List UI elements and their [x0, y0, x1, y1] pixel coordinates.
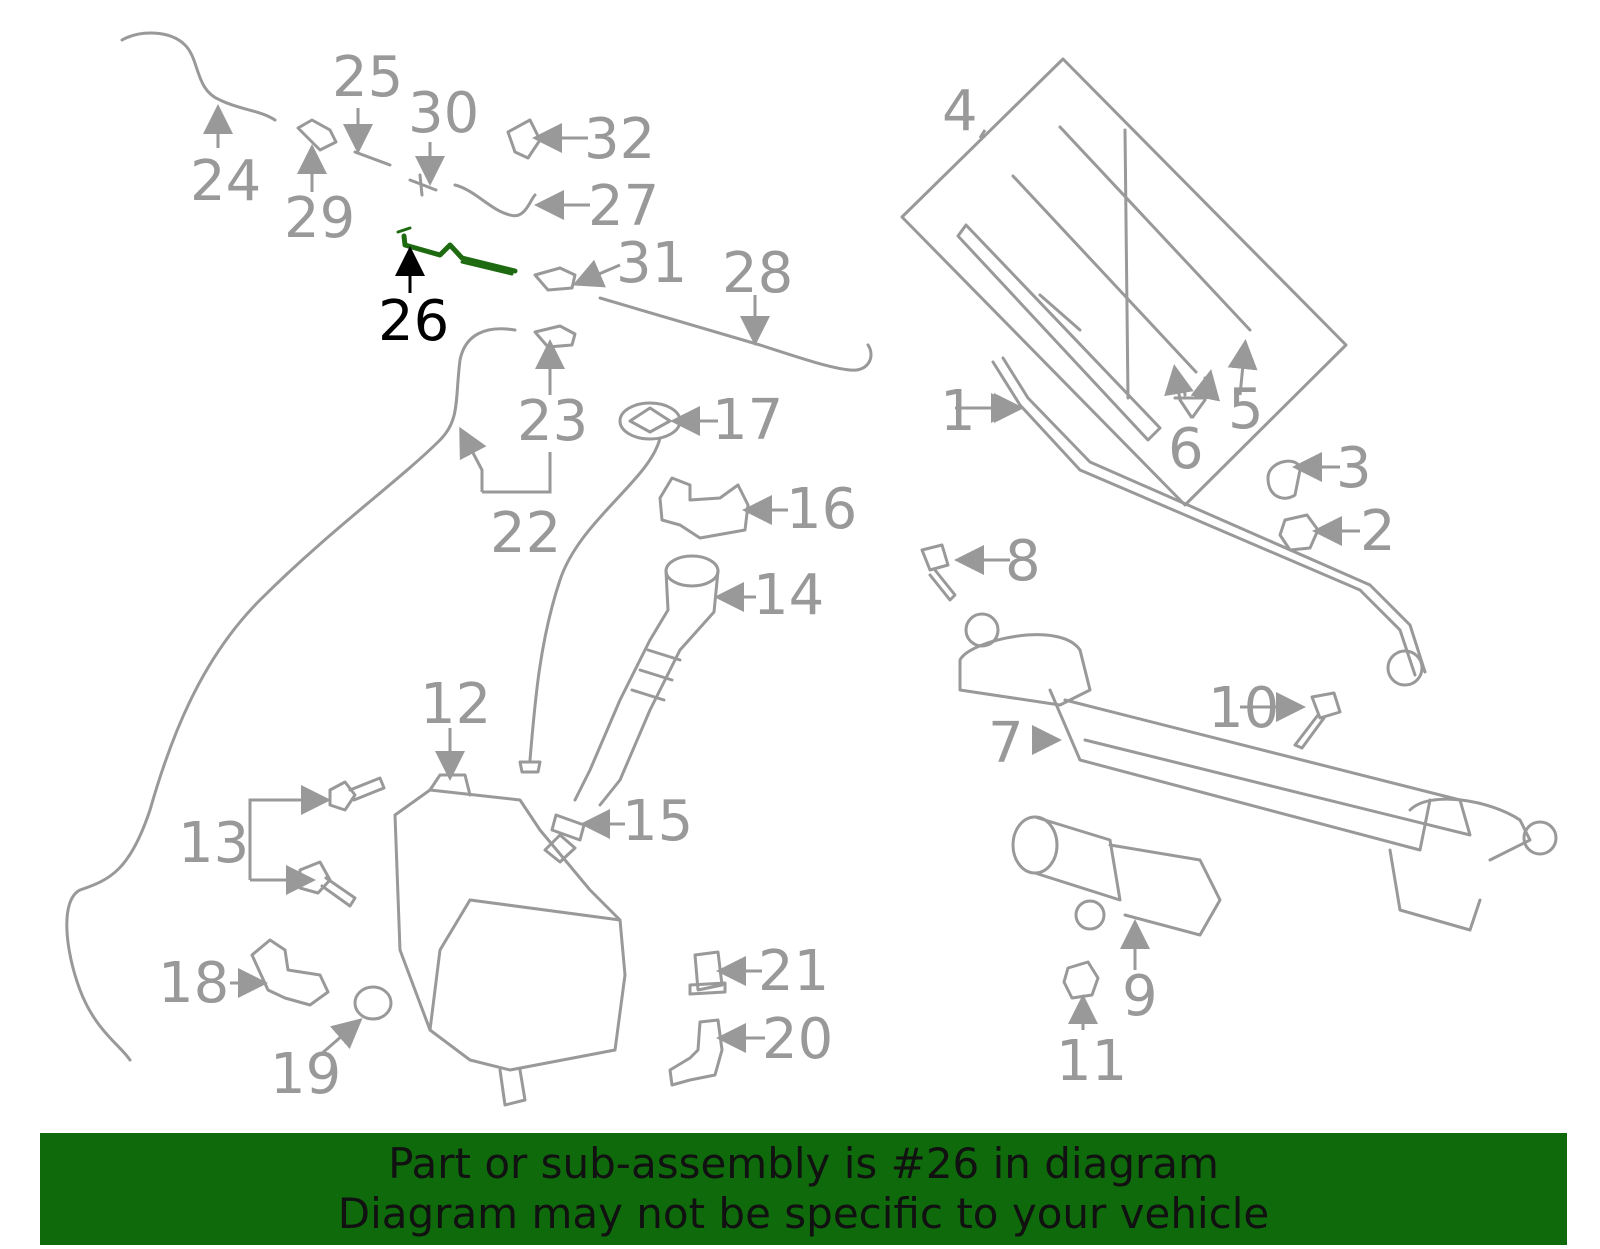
- callout-30: 30: [408, 81, 479, 146]
- callout-11: 11: [1056, 1029, 1127, 1094]
- bracket-16: [658, 476, 750, 540]
- sensor-20: [668, 1018, 724, 1087]
- callout-24: 24: [190, 149, 261, 214]
- caption-banner: Part or sub-assembly is #26 in diagram D…: [40, 1133, 1567, 1245]
- callout-23: 23: [517, 389, 588, 454]
- reservoir-cap: [518, 401, 682, 774]
- callout-18: 18: [158, 951, 229, 1016]
- callout-19: 19: [270, 1042, 341, 1107]
- bolt-10: [1293, 691, 1342, 750]
- clip-13b: [298, 860, 357, 908]
- callout-3: 3: [1336, 436, 1372, 501]
- washer-reservoir: [393, 773, 627, 1107]
- callout-32: 32: [584, 107, 655, 172]
- filler-neck: [573, 554, 720, 807]
- connector-31: [533, 266, 577, 292]
- sensor-18: [250, 938, 330, 1007]
- callout-6: 6: [1168, 417, 1204, 482]
- callout-9: 9: [1122, 964, 1158, 1029]
- callout-5: 5: [1228, 377, 1264, 442]
- bolt-8: [920, 543, 957, 602]
- callout-21: 21: [758, 939, 829, 1004]
- leader-lines: [203, 104, 1360, 1057]
- caption-line-1: Part or sub-assembly is #26 in diagram: [388, 1139, 1219, 1188]
- pin-25: [353, 150, 392, 167]
- nut-2: [1278, 513, 1320, 552]
- callout-15: 15: [622, 789, 693, 854]
- wiper-motor: [1011, 815, 1222, 937]
- callout-13: 13: [178, 811, 249, 876]
- callout-4: 4: [942, 79, 978, 144]
- callout-1: 1: [940, 379, 976, 444]
- callout-16: 16: [786, 477, 857, 542]
- callout-20: 20: [762, 1007, 833, 1072]
- callout-25: 25: [332, 45, 403, 110]
- cap-3: [1266, 459, 1302, 500]
- clip-13a: [328, 776, 386, 812]
- callout-17: 17: [712, 388, 783, 453]
- hose-24: [120, 31, 277, 122]
- callout-31: 31: [616, 231, 687, 296]
- callout-29: 29: [284, 186, 355, 251]
- callout-7: 7: [988, 711, 1024, 776]
- callout-28: 28: [722, 241, 793, 306]
- hose-26-detail: [396, 226, 514, 276]
- caption-line-2: Diagram may not be specific to your vehi…: [337, 1189, 1270, 1238]
- hose-27: [453, 183, 537, 218]
- connector-23: [533, 324, 577, 349]
- tee-30: [408, 173, 438, 197]
- callout-22: 22: [490, 501, 561, 566]
- hose-22: [65, 327, 517, 1062]
- callout-labels: 24 29 25 30 32 27 31 28 23 22 17 16 14 1…: [158, 45, 1396, 1107]
- gasket-15: [550, 813, 586, 842]
- nozzle-32: [506, 118, 542, 160]
- grommet-19: [353, 985, 393, 1021]
- pump-21: [688, 950, 727, 996]
- nut-11: [1062, 960, 1100, 1000]
- callout-14: 14: [753, 563, 824, 628]
- callout-10: 10: [1208, 676, 1279, 741]
- wiper-linkage: [958, 612, 1558, 932]
- callout-8: 8: [1005, 529, 1041, 594]
- callout-12: 12: [420, 672, 491, 737]
- hose-26-highlighted: [401, 233, 518, 274]
- callout-26-highlighted: 26: [378, 289, 449, 354]
- connector-29: [296, 118, 338, 152]
- callout-2: 2: [1360, 499, 1396, 564]
- wiper-blade-kit: [900, 57, 1348, 507]
- callout-27: 27: [588, 174, 659, 239]
- hose-28: [598, 296, 873, 372]
